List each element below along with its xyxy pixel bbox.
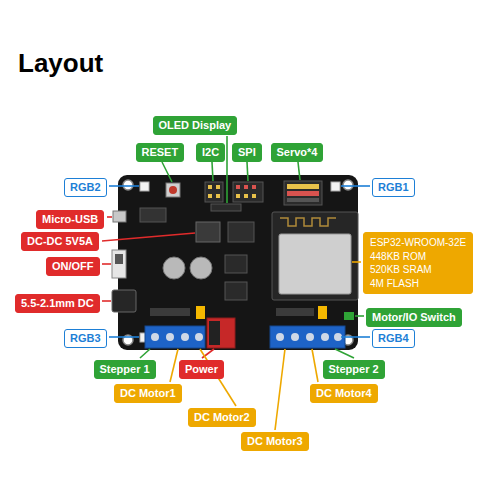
callout-text: 5.5-2.1mm DC (21, 297, 94, 310)
callout-box: SPI (232, 143, 262, 162)
callout-text: Servo*4 (277, 146, 318, 159)
callout-text: ESP32-WROOM-32E (370, 236, 466, 250)
callout-box: DC-DC 5V5A (21, 232, 99, 251)
callout-text: 4M FLASH (370, 277, 466, 291)
callout-box: Motor/IO Switch (366, 308, 462, 327)
callout-text: RGB1 (378, 181, 409, 194)
callout-box: DC Motor4 (310, 384, 378, 403)
callout-text: Micro-USB (42, 213, 98, 226)
callout-box: OLED Display (153, 116, 238, 135)
callout-text: DC Motor2 (194, 411, 250, 424)
callout-text: Stepper 1 (100, 363, 150, 376)
callout-box: RGB4 (372, 329, 415, 348)
callout-text: DC Motor3 (247, 435, 303, 448)
callout-text: 520KB SRAM (370, 263, 466, 277)
callout-box: Power (179, 360, 224, 379)
callout-box: ON/OFF (46, 257, 100, 276)
callout-text: DC Motor4 (316, 387, 372, 400)
callout-box: Servo*4 (271, 143, 324, 162)
callout-text: I2C (202, 146, 219, 159)
callout-text: Power (185, 363, 218, 376)
callout-box: Stepper 1 (94, 360, 156, 379)
callout-text: RGB4 (378, 332, 409, 345)
callout-text: OLED Display (159, 119, 232, 132)
callout-text: RGB3 (70, 332, 101, 345)
callout-box: DC Motor3 (241, 432, 309, 451)
callout-text: Stepper 2 (329, 363, 379, 376)
callout-box: I2C (196, 143, 225, 162)
callout-box: DC Motor1 (114, 384, 182, 403)
callout-box: RGB2 (64, 178, 107, 197)
callout-box: RGB3 (64, 329, 107, 348)
callout-box: RESET (136, 143, 185, 162)
callout-box: RGB1 (372, 178, 415, 197)
callout-text: RGB2 (70, 181, 101, 194)
callout-box: Micro-USB (36, 210, 104, 229)
callout-text: RESET (142, 146, 179, 159)
callout-box: ESP32-WROOM-32E448KB ROM520KB SRAM4M FLA… (363, 232, 473, 294)
page-title: Layout (18, 48, 103, 79)
callout-box: DC Motor2 (188, 408, 256, 427)
callout-text: Motor/IO Switch (372, 311, 456, 324)
callout-text: SPI (238, 146, 256, 159)
callout-text: 448KB ROM (370, 250, 466, 264)
callout-text: DC-DC 5V5A (27, 235, 93, 248)
callout-text: ON/OFF (52, 260, 94, 273)
callout-box: 5.5-2.1mm DC (15, 294, 100, 313)
callout-box: Stepper 2 (323, 360, 385, 379)
callout-text: DC Motor1 (120, 387, 176, 400)
